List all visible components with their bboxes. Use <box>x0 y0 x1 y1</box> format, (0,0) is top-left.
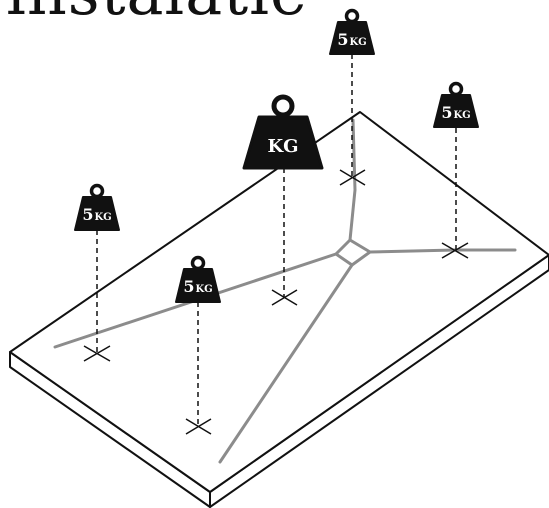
weight-unit: KG <box>453 110 470 121</box>
weight-unit: KG <box>195 284 212 295</box>
weight-top: 5KG <box>329 8 375 55</box>
weight-ring <box>448 81 464 97</box>
weight-unit: KG <box>349 37 366 48</box>
weight-ring <box>89 183 105 199</box>
pipe-bottom <box>218 263 354 464</box>
svg-text:KG: KG <box>267 136 298 157</box>
slab-top <box>9 111 549 493</box>
weight-center: 5KG <box>175 255 221 303</box>
weight-left: 5KG <box>74 183 120 231</box>
weight-unit: KG <box>94 212 111 223</box>
svg-text:5KG: 5KG <box>337 30 366 49</box>
weight-ring <box>271 94 295 118</box>
weight-number: 5 <box>337 30 348 49</box>
weight-icon <box>74 196 120 231</box>
weight-icon <box>175 268 221 303</box>
weight-icon <box>329 21 375 55</box>
cross-marker-left <box>83 345 111 362</box>
weight-icon <box>433 94 479 128</box>
page-title: instalatie <box>6 0 308 24</box>
weight-icon <box>242 115 324 170</box>
weight-number: 5 <box>183 277 194 296</box>
weight-unit: KG <box>267 136 298 157</box>
svg-text:5KG: 5KG <box>183 277 212 296</box>
hanging-lines <box>96 54 457 426</box>
pipe-top <box>348 118 357 242</box>
weight-number: 5 <box>441 103 452 122</box>
weight-number: 5 <box>82 205 93 224</box>
cross-markers <box>83 169 469 435</box>
cross-marker-big <box>271 289 298 306</box>
weight-big: KG <box>242 94 324 170</box>
weight-right: 5KG <box>433 81 479 128</box>
weight-ring <box>344 8 360 24</box>
cross-marker-right <box>441 242 469 259</box>
svg-text:5KG: 5KG <box>441 103 470 122</box>
svg-text:5KG: 5KG <box>82 205 111 224</box>
cross-marker-center <box>185 418 212 435</box>
cross-marker-top <box>339 169 366 186</box>
slab <box>9 111 549 508</box>
